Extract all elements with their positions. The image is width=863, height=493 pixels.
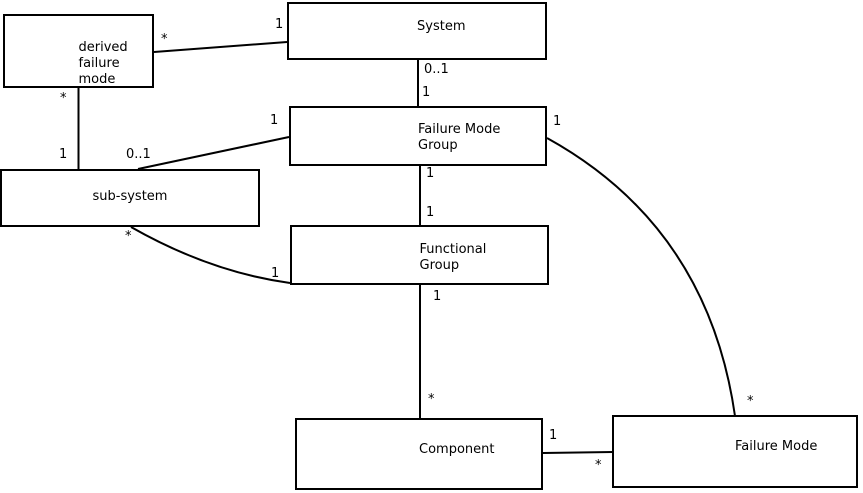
multiplicity-component-failure-mode-source: 1 [549,428,558,443]
multiplicity-derived-failure-mode-sub-system-source: * [60,91,67,106]
multiplicity-functional-group-component-target: * [428,392,435,407]
multiplicity-derived-failure-mode-system-source: * [161,32,168,47]
multiplicity-failure-mode-group-sub-system-source: 1 [270,113,279,128]
multiplicity-failure-mode-group-sub-system-target: 0..1 [126,147,151,162]
node-system: System [287,2,547,60]
multiplicity-derived-failure-mode-system-target: 1 [275,17,284,32]
multiplicity-failure-mode-group-failure-mode-source: 1 [553,114,562,129]
multiplicity-component-failure-mode-target: * [595,458,602,473]
node-failure-mode-group: Failure Mode Group [289,106,547,166]
multiplicity-failure-mode-group-failure-mode-target: * [747,394,754,409]
multiplicity-derived-failure-mode-sub-system-target: 1 [59,147,68,162]
edge-failure-mode-group-failure-mode [546,137,736,417]
node-sub-system-label: sub-system [92,189,168,204]
node-component-label: Component [419,442,495,457]
multiplicity-system-failure-mode-group-source: 0..1 [424,62,449,77]
node-sub-system: sub-system [0,169,260,227]
node-system-label: System [417,19,466,34]
multiplicity-system-failure-mode-group-target: 1 [422,85,431,100]
edge-derived-failure-mode-system [153,41,288,53]
multiplicity-sub-system-functional-group-source: * [125,229,132,244]
node-failure-mode-group-label: Failure Mode Group [418,122,501,153]
multiplicity-sub-system-functional-group-target: 1 [271,266,280,281]
edge-sub-system-functional-group [130,226,291,284]
node-failure-mode: Failure Mode [612,415,858,488]
node-failure-mode-label: Failure Mode [735,439,818,454]
node-functional-group: Functional Group [290,225,549,285]
edge-component-failure-mode [542,451,614,454]
node-component: Component [295,418,543,490]
edge-failure-mode-group-sub-system [137,136,290,170]
node-functional-group-label: Functional Group [419,242,487,273]
multiplicity-functional-group-component-source: 1 [433,289,442,304]
multiplicity-failure-mode-group-functional-group-target: 1 [426,205,435,220]
multiplicity-failure-mode-group-functional-group-source: 1 [426,166,435,181]
node-derived-failure-mode: derived failure mode [3,14,154,88]
node-derived-failure-mode-label: derived failure mode [78,40,128,87]
